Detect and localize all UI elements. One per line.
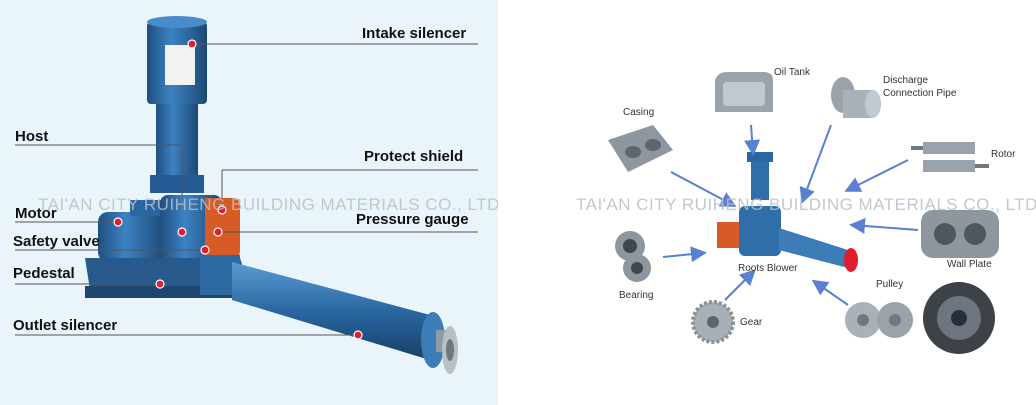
outlet-silencer-body bbox=[232, 262, 430, 360]
label-safety-valve: Safety valve bbox=[13, 233, 100, 250]
gear-image bbox=[691, 300, 735, 344]
label-host: Host bbox=[15, 128, 49, 145]
rotor-image bbox=[911, 142, 989, 172]
discharge-pipe-image bbox=[831, 77, 881, 118]
motor-body bbox=[98, 212, 166, 262]
oil-tank-image bbox=[715, 72, 773, 112]
label-pedestal: Pedestal bbox=[13, 265, 75, 282]
protect-shield-shape bbox=[205, 198, 240, 260]
pulley-image bbox=[845, 282, 995, 354]
label-motor: Motor bbox=[15, 205, 57, 222]
label-rotor: Rotor bbox=[991, 149, 1016, 160]
label-discharge-line1: Discharge bbox=[883, 75, 929, 86]
roots-blower-image bbox=[717, 152, 858, 272]
label-wall-plate: Wall Plate bbox=[947, 259, 992, 270]
label-gear: Gear bbox=[740, 317, 763, 328]
parts-diagram: TAI'AN CITY RUIHENG BUILDING MATERIALS C… bbox=[503, 0, 1036, 405]
label-intake-silencer: Intake silencer bbox=[362, 25, 467, 42]
label-protect-shield: Protect shield bbox=[364, 148, 464, 165]
label-outlet-silencer: Outlet silencer bbox=[13, 317, 118, 334]
label-pressure-gauge: Pressure gauge bbox=[356, 211, 469, 228]
inlet-pipe bbox=[156, 104, 198, 184]
leader-lines bbox=[15, 43, 478, 336]
label-casing: Casing bbox=[623, 107, 655, 118]
label-roots-blower: Roots Blower bbox=[738, 263, 798, 274]
callout-markers bbox=[113, 39, 363, 340]
part-arrows bbox=[662, 124, 919, 306]
label-bearing: Bearing bbox=[619, 290, 654, 301]
label-oil-tank: Oil Tank bbox=[774, 67, 810, 78]
label-pulley: Pulley bbox=[876, 279, 904, 290]
wall-plate-image bbox=[921, 210, 999, 258]
parts-illustration bbox=[608, 72, 999, 354]
watermark-text: TAI'AN CITY RUIHENG BUILDING MATERIALS C… bbox=[38, 195, 498, 214]
labeled-blower-photo: TAI'AN CITY RUIHENG BUILDING MATERIALS C… bbox=[0, 0, 498, 405]
watermark-text: TAI'AN CITY RUIHENG BUILDING MATERIALS C… bbox=[576, 195, 1036, 214]
casing-image bbox=[608, 125, 673, 172]
label-discharge-line2: Connection Pipe bbox=[883, 88, 957, 99]
nameplate bbox=[165, 45, 195, 85]
blower-illustration bbox=[15, 16, 478, 374]
bearing-image bbox=[615, 231, 651, 282]
